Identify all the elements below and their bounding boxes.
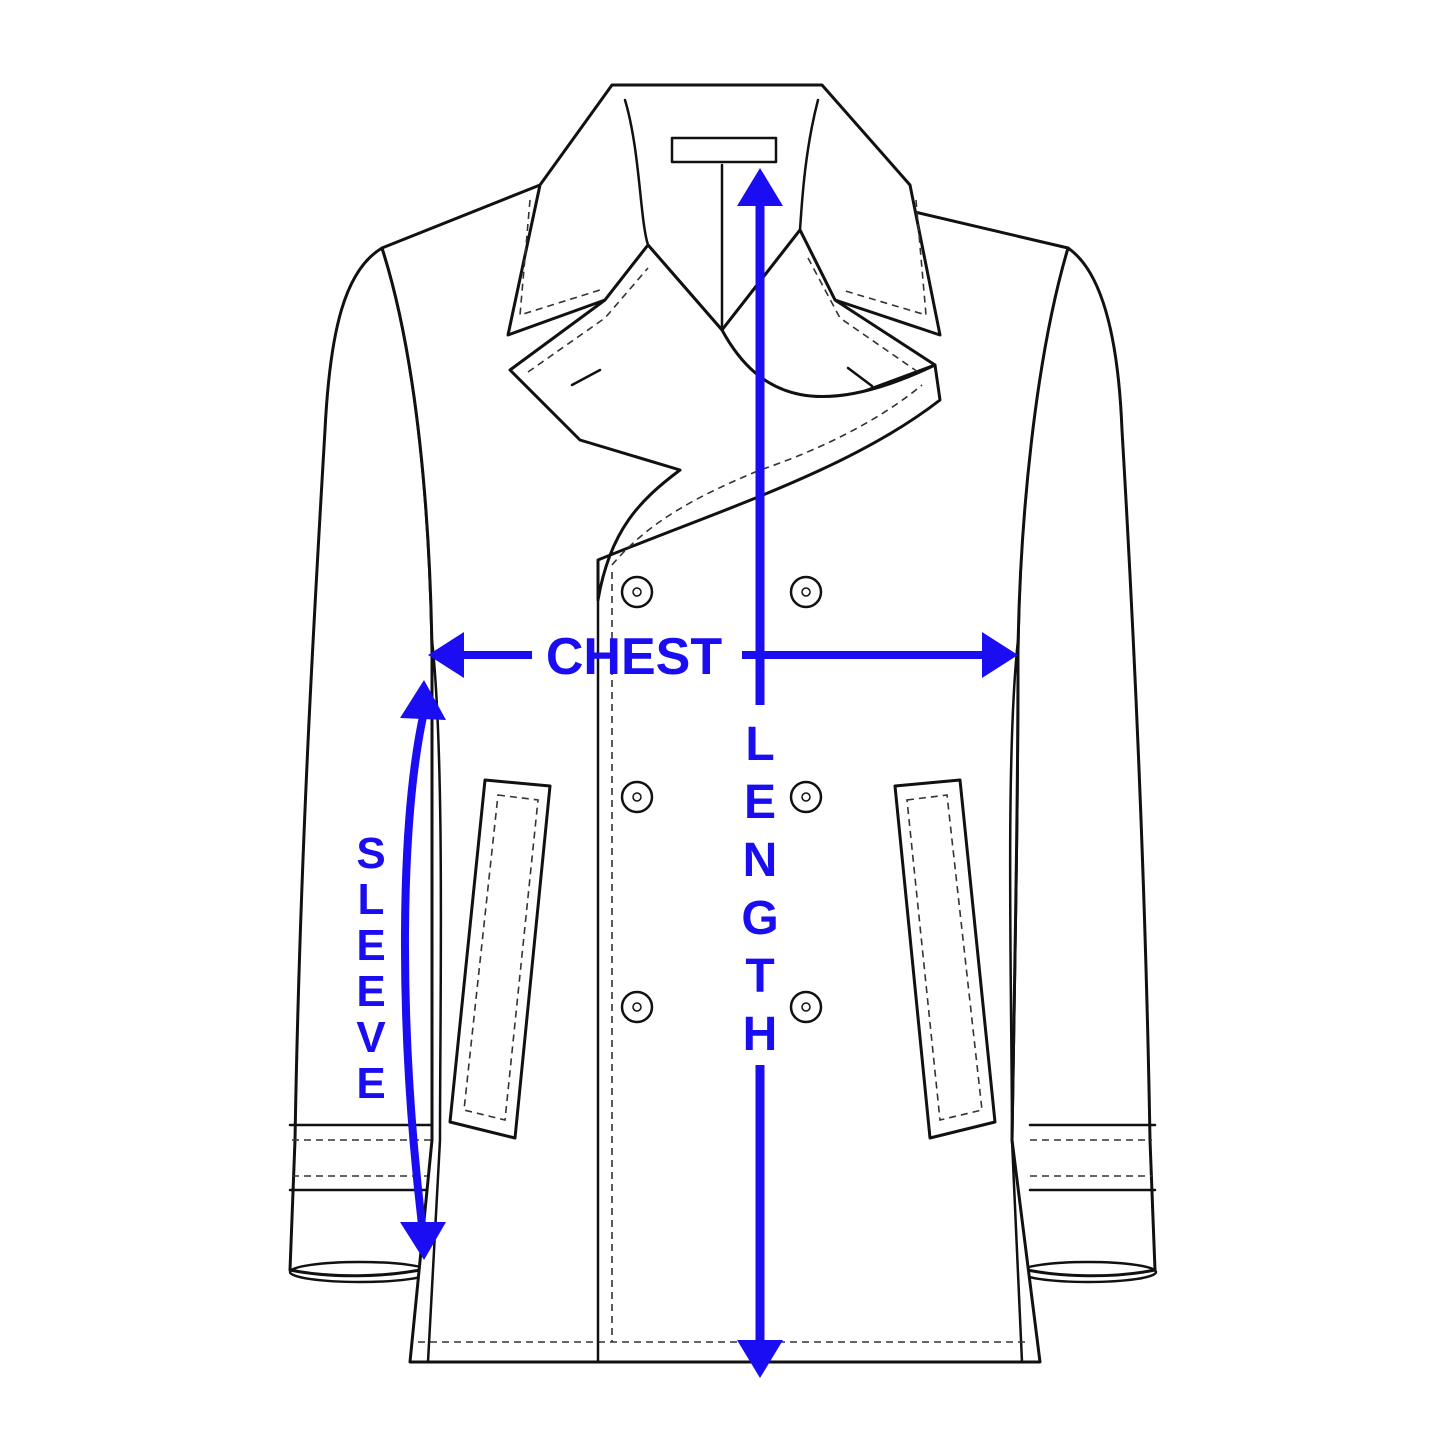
chest-arrowhead-right: [982, 632, 1018, 678]
coat-button-icon: [789, 990, 823, 1024]
length-letter-6: H: [743, 1008, 778, 1061]
sleeve-arrow-curve: [400, 711, 428, 1226]
coat-button-icon: [620, 575, 654, 609]
sleeve-letter-4: E: [356, 967, 385, 1016]
coat-button-icon: [620, 780, 654, 814]
sleeve-arrowhead-bottom: [400, 1222, 446, 1260]
length-letter-4: G: [741, 892, 778, 945]
sleeve-letter-1: S: [356, 829, 385, 878]
sleeve-arrowhead-top: [400, 680, 446, 720]
coat-button-icon: [620, 990, 654, 1024]
left-pocket: [448, 778, 552, 1140]
sleeve-letter-5: V: [356, 1013, 386, 1062]
collar: [506, 83, 942, 337]
sleeve-letter-2: L: [358, 875, 385, 924]
length-letter-2: E: [744, 776, 776, 829]
sleeve-measure: S L E E V E: [356, 680, 446, 1260]
length-arrowhead-bottom: [737, 1340, 783, 1378]
buttons: [620, 575, 823, 1024]
sleeve-letter-6: E: [356, 1059, 385, 1108]
length-arrowhead-top: [737, 168, 783, 206]
coat-body: [380, 183, 1070, 1364]
length-letter-1: L: [745, 718, 774, 771]
coat-button-icon: [789, 780, 823, 814]
sleeve-letter-3: E: [356, 921, 385, 970]
chest-arrowhead-left: [428, 632, 464, 678]
left-lapel: [508, 243, 942, 602]
chest-label: CHEST: [546, 628, 722, 686]
right-pocket: [893, 778, 997, 1140]
length-letter-3: N: [743, 834, 778, 887]
coat-button-icon: [789, 575, 823, 609]
chest-measure: CHEST: [428, 628, 1018, 686]
length-measure: L E N G T H: [737, 168, 783, 1378]
length-letter-5: T: [745, 950, 774, 1003]
